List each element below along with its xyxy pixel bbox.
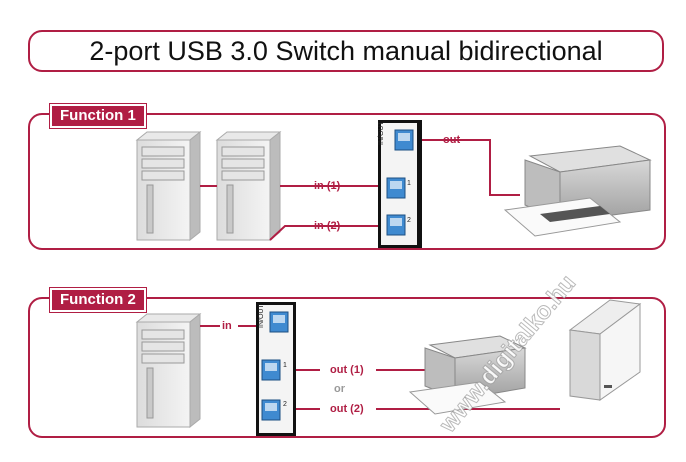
usb-switch-1-icon [378, 120, 422, 248]
function2-cables [200, 325, 560, 410]
computer-3-icon [135, 312, 202, 429]
label-in: in [222, 320, 232, 332]
switch2-inout-label: IN/OUT [258, 304, 265, 328]
printer-2-icon [408, 335, 527, 415]
external-drive-icon [568, 299, 642, 401]
switch2-port1-label: 1 [283, 362, 287, 369]
label-out2: out (2) [330, 403, 364, 415]
computer-1-icon [135, 130, 202, 242]
switch2-port2-label: 2 [283, 401, 287, 408]
diagram-title: 2-port USB 3.0 Switch manual bidirection… [89, 36, 603, 66]
switch1-port1-label: 1 [407, 180, 411, 187]
function1-tag: Function 1 [49, 103, 147, 129]
function1-cables [200, 139, 520, 241]
label-out: out [443, 134, 461, 146]
computer-2-icon [215, 130, 282, 242]
label-in2: in (2) [314, 220, 341, 232]
function2-tag: Function 2 [49, 287, 147, 313]
usb-switch-2-icon [256, 302, 296, 436]
watermark: www.digitalko.hu [400, 260, 680, 450]
label-in1: in (1) [314, 180, 341, 192]
printer-1-icon [503, 145, 652, 237]
label-or: or [334, 383, 345, 395]
watermark-text: www.digitalko.hu [434, 269, 582, 438]
switch1-port2-label: 2 [407, 217, 411, 224]
function2-panel [28, 297, 666, 438]
function1-panel [28, 113, 666, 250]
label-out1: out (1) [330, 364, 364, 376]
title-frame [28, 30, 664, 72]
switch1-inout-label: IN/OUT [378, 121, 385, 145]
